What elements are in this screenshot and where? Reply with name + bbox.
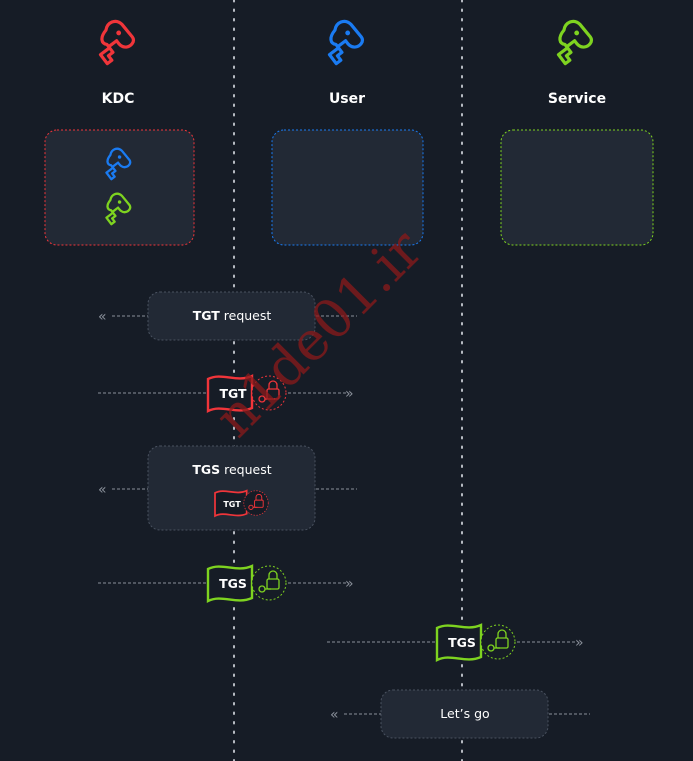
tgs-request-row: « TGS request TGT (98, 445, 357, 531)
arrow-left-icon: « (98, 309, 107, 325)
tgs-ticket-label: TGS (448, 635, 476, 650)
tgt-request-row: « TGT request (98, 291, 357, 341)
tgs-request-tgt-label: TGT (223, 500, 241, 509)
service-title: Service (548, 91, 606, 107)
service-key-icon (554, 18, 596, 69)
tgs-ticket-row-2: » TGS (327, 623, 584, 662)
arrow-left-icon: « (98, 482, 107, 498)
user-store (271, 129, 424, 246)
tgs-ticket-row-1: » TGS (98, 564, 354, 603)
tgs-request-label: TGS request (192, 462, 271, 477)
tgs-request-lock-icon (243, 490, 269, 516)
tgs-request-box (147, 445, 316, 531)
tgt-ticket-row: » TGT (98, 374, 354, 413)
arrow-left-icon: « (330, 707, 339, 723)
user-title: User (329, 91, 365, 107)
tgs-ticket-label: TGS (219, 576, 247, 591)
kdc-store (44, 129, 195, 246)
tgt-ticket-label: TGT (219, 386, 247, 401)
service-store (500, 129, 654, 246)
arrow-right-icon: » (575, 635, 584, 651)
kdc-title: KDC (102, 91, 135, 107)
tgt-request-box (147, 291, 316, 341)
lets-go-box (380, 689, 549, 739)
tgt-request-label: TGT request (193, 308, 272, 323)
user-key-icon (325, 18, 367, 69)
lets-go-label: Let’s go (440, 706, 489, 721)
tgs-lock-icon (480, 624, 516, 660)
kdc-key-icon (96, 18, 138, 69)
arrow-right-icon: » (345, 386, 354, 402)
arrow-right-icon: » (345, 576, 354, 592)
lets-go-row: « Let’s go (330, 689, 590, 739)
tgs-lock-icon (251, 565, 287, 601)
